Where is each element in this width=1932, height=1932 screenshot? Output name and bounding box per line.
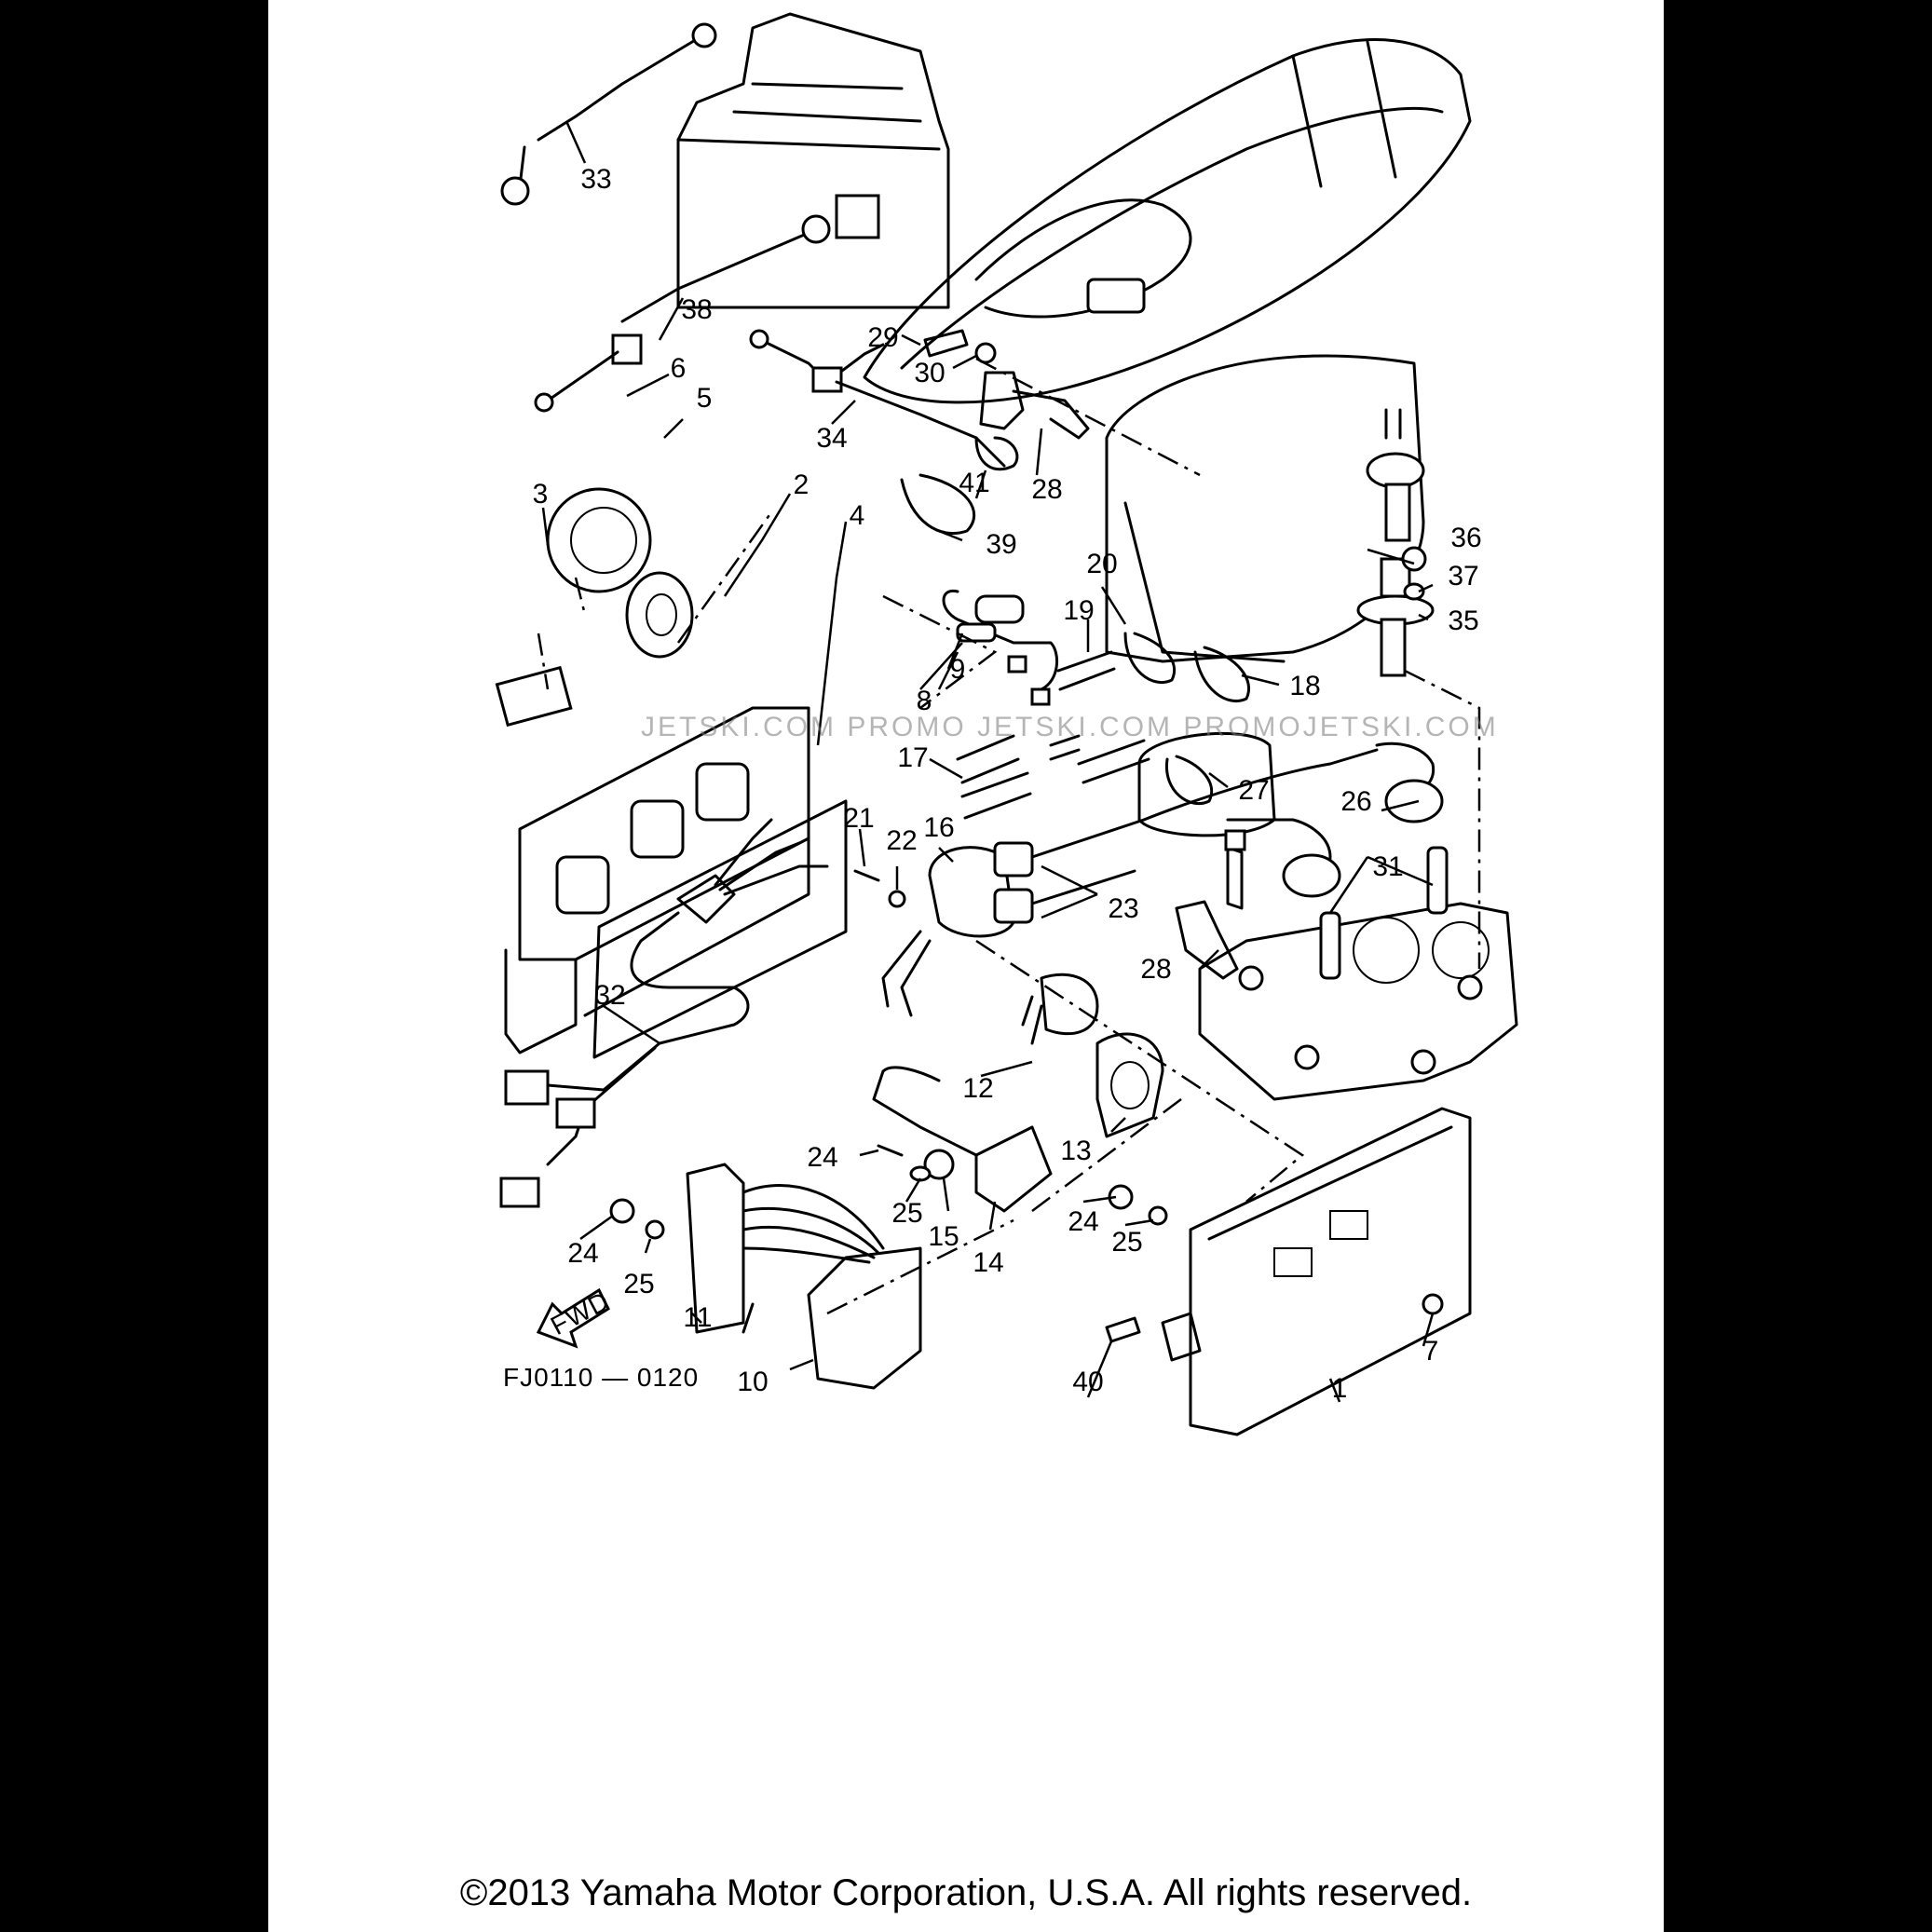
callout-5: 5 bbox=[697, 383, 713, 414]
assembly-guide-lines bbox=[537, 357, 1481, 1315]
callout-39: 39 bbox=[986, 529, 1016, 560]
leader-lines bbox=[541, 120, 1435, 1403]
callout-32: 32 bbox=[594, 980, 625, 1011]
callout-18: 18 bbox=[1289, 671, 1320, 701]
callout-28a: 28 bbox=[1031, 474, 1062, 505]
callout-28b: 28 bbox=[1140, 954, 1171, 985]
cover-and-gasket bbox=[495, 665, 848, 1059]
callout-16: 16 bbox=[923, 812, 954, 843]
callout-40: 40 bbox=[1072, 1367, 1103, 1397]
callout-labels: 33 38 6 5 3 2 4 29 30 34 28 41 39 20 19 … bbox=[533, 164, 1482, 1404]
fuse-holder bbox=[942, 589, 1059, 706]
callout-3: 3 bbox=[533, 479, 549, 510]
callout-24a: 24 bbox=[807, 1142, 837, 1173]
callout-33: 33 bbox=[580, 164, 611, 195]
callout-14: 14 bbox=[973, 1247, 1003, 1278]
cap-and-seal bbox=[546, 487, 694, 659]
fasteners bbox=[609, 869, 1168, 1240]
callout-37: 37 bbox=[1448, 561, 1478, 592]
callout-24c: 24 bbox=[567, 1238, 598, 1269]
callout-36: 36 bbox=[1450, 523, 1481, 553]
wiring-34 bbox=[749, 329, 1019, 471]
sensor-assembly bbox=[1356, 408, 1435, 677]
callout-8: 8 bbox=[917, 686, 932, 716]
callout-22: 22 bbox=[886, 825, 917, 856]
fwd-arrow-icon: FWD bbox=[536, 1286, 615, 1349]
callout-13: 13 bbox=[1060, 1136, 1091, 1166]
callout-9: 9 bbox=[950, 654, 966, 685]
callout-10: 10 bbox=[737, 1367, 768, 1397]
callout-30: 30 bbox=[914, 358, 945, 388]
callout-23: 23 bbox=[1108, 893, 1138, 924]
cylinder-head bbox=[1198, 829, 1518, 1101]
callout-21: 21 bbox=[843, 803, 874, 834]
callout-25c: 25 bbox=[623, 1269, 654, 1299]
callout-4: 4 bbox=[850, 500, 865, 531]
callout-20: 20 bbox=[1086, 549, 1117, 579]
battery-cables bbox=[500, 22, 831, 413]
starter-relay bbox=[1021, 973, 1164, 1138]
callout-7: 7 bbox=[1423, 1336, 1439, 1367]
callout-15: 15 bbox=[928, 1221, 959, 1252]
copyright-notice: ©2013 Yamaha Motor Corporation, U.S.A. A… bbox=[459, 1872, 1473, 1913]
callout-2: 2 bbox=[794, 469, 810, 500]
callout-26: 26 bbox=[1340, 786, 1371, 817]
figure-code: FJ0110 — 0120 bbox=[503, 1363, 699, 1392]
exploded-parts-diagram: FWD bbox=[495, 12, 1518, 1436]
callout-12: 12 bbox=[962, 1073, 993, 1104]
callout-17: 17 bbox=[897, 742, 928, 773]
callout-25b: 25 bbox=[1111, 1227, 1142, 1258]
clamps bbox=[900, 473, 1251, 806]
cdi-unit bbox=[686, 1163, 922, 1390]
callout-6: 6 bbox=[671, 353, 687, 384]
callout-41: 41 bbox=[959, 468, 989, 498]
callout-24b: 24 bbox=[1068, 1206, 1098, 1237]
callout-19: 19 bbox=[1063, 595, 1094, 626]
wire-harness-32 bbox=[499, 818, 829, 1208]
callout-31: 31 bbox=[1372, 851, 1403, 882]
bracket-28-upper bbox=[923, 329, 1090, 440]
watermark: JETSKI.COM PROMO JETSKI.COM PROMOJETSKI.… bbox=[641, 712, 1499, 742]
fwd-label: FWD bbox=[546, 1286, 615, 1340]
callout-11: 11 bbox=[683, 1302, 712, 1333]
callout-1: 1 bbox=[1332, 1373, 1348, 1404]
bracket-28-lower bbox=[1175, 900, 1239, 980]
diagram-sheet: FWD bbox=[268, 0, 1664, 1932]
callout-34: 34 bbox=[816, 423, 847, 454]
hoses bbox=[956, 650, 1150, 820]
callout-29: 29 bbox=[867, 322, 898, 353]
callout-38: 38 bbox=[681, 294, 712, 325]
callout-25a: 25 bbox=[891, 1198, 922, 1229]
electrical-box bbox=[1105, 1107, 1472, 1436]
battery bbox=[676, 12, 950, 309]
engine-upper-body bbox=[1105, 354, 1425, 837]
callout-35: 35 bbox=[1448, 605, 1478, 636]
callout-27: 27 bbox=[1238, 775, 1269, 806]
